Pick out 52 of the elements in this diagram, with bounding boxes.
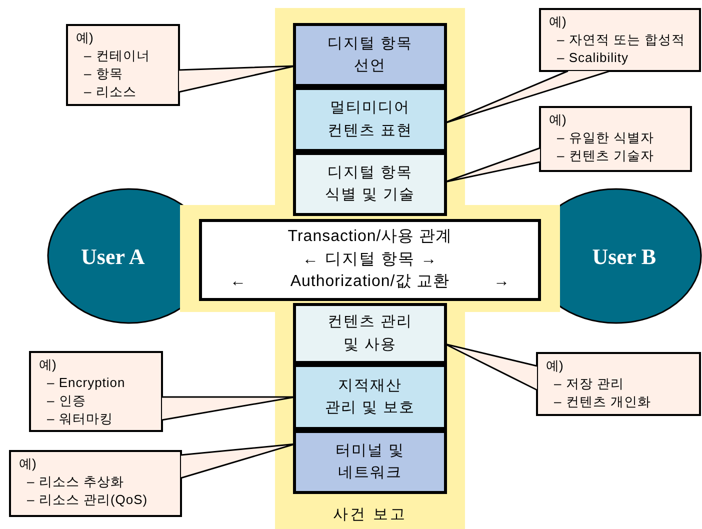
layer-box <box>293 364 447 430</box>
callout-heading: 예) <box>39 356 58 374</box>
callout-tail <box>180 443 296 479</box>
list-item: – Encryption <box>46 374 126 392</box>
layer-label: 디지털 항목 선언 <box>326 34 414 76</box>
callout-box <box>9 450 182 517</box>
callout-tail <box>444 147 541 183</box>
callout-heading: 예) <box>76 29 94 47</box>
box-text: Authorization/값 교환 <box>290 272 450 292</box>
layer-box <box>293 23 447 87</box>
layer-label: 디지털 항목 식별 및 기술 <box>324 162 416 205</box>
layer-label: 터미널 및 네트워크 <box>334 440 406 483</box>
list-item: – 인증 <box>46 392 87 410</box>
list-item: – 워터마킹 <box>46 410 114 428</box>
list-item: – 리소스 관리(QoS) <box>26 491 149 509</box>
layer-label: 컨텐츠 관리 및 사용 <box>326 312 414 354</box>
transaction-box <box>199 219 541 301</box>
box-text: ← <box>230 272 246 292</box>
callout-heading: 예) <box>19 455 38 473</box>
list-item: – 리소스 <box>83 83 138 101</box>
callout-box <box>29 351 163 432</box>
callout-box <box>539 106 692 172</box>
callout-box <box>539 8 701 72</box>
list-item: – 저장 관리 <box>553 375 625 393</box>
list-item: – 컨텐츠 기술자 <box>556 147 655 165</box>
box-text: ← 디지털 항목 → <box>302 250 438 270</box>
callout-tail <box>161 396 296 421</box>
callout-tail <box>444 70 611 124</box>
layer-label: 멀티미디어 컨텐츠 표현 <box>326 98 414 140</box>
list-item: – 유일한 식별자 <box>556 129 655 147</box>
list-item: – 컨테이너 <box>83 47 151 65</box>
user-label: User A <box>81 242 145 270</box>
user-label: User B <box>592 242 656 270</box>
callout-heading: 예) <box>549 13 568 31</box>
list-item: – 항목 <box>83 65 124 83</box>
callout-heading: 예) <box>549 111 568 129</box>
layer-box <box>293 87 447 152</box>
callout-heading: 예) <box>546 357 564 375</box>
list-item: – 리소스 추상화 <box>26 473 125 491</box>
callout-tail <box>444 343 538 391</box>
list-item: – Scalibility <box>556 49 630 67</box>
box-text: Transaction/사용 관계 <box>288 227 452 248</box>
callout-box <box>66 24 180 106</box>
layer-label: 지적재산 관리 및 보호 <box>324 376 416 418</box>
layer-box <box>293 430 447 494</box>
list-item: – 자연적 또는 합성적 <box>556 31 686 49</box>
box-text: → <box>494 272 510 292</box>
layer-box <box>293 303 447 364</box>
band-label: 사건 보고 <box>332 504 408 524</box>
list-item: – 컨텐츠 개인화 <box>553 393 652 411</box>
callout-tail <box>178 65 296 93</box>
layer-box <box>293 152 447 216</box>
